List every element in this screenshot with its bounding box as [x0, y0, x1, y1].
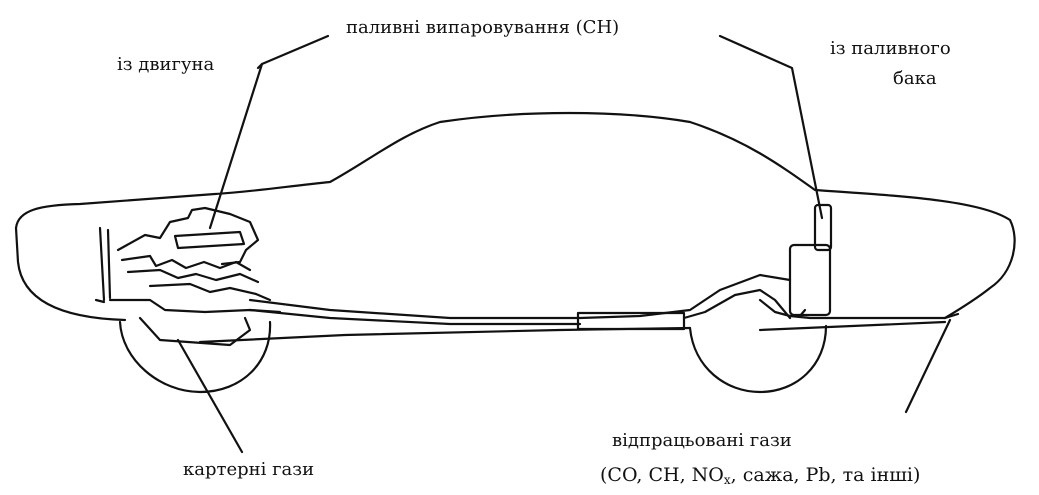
- label-from-tank-line1: із паливного: [830, 38, 951, 60]
- label-exhaust-line1: відпрацьовані гази: [612, 430, 792, 452]
- leader-crankcase: [178, 340, 242, 452]
- front-bumper: [96, 228, 110, 302]
- label-crankcase-gases: картерні гази: [183, 459, 314, 481]
- fuel-tank: [790, 205, 831, 316]
- exhaust-system: [250, 275, 958, 329]
- label-from-tank-line2: бака: [893, 68, 937, 90]
- leader-exhaust: [906, 320, 950, 412]
- label-from-engine: із двигуна: [117, 54, 214, 76]
- exhaust-composition-sub: x: [724, 473, 731, 487]
- leader-lines: [178, 36, 950, 452]
- exhaust-composition-part1: (CO, CH, NO: [600, 464, 724, 486]
- label-exhaust-line2: (CO, CH, NOx, сажа, Pb, та інші): [600, 464, 920, 491]
- leader-engine: [210, 64, 262, 228]
- car-body-outline: [16, 113, 1015, 320]
- exhaust-composition-part2: , сажа, Pb, та інші): [731, 464, 921, 486]
- rear-underside: [760, 322, 945, 330]
- engine-block: [110, 208, 280, 312]
- rear-wheel: [690, 326, 826, 392]
- label-fuel-vapors: паливні випаровування (CH): [346, 17, 619, 39]
- leader-tank: [720, 36, 822, 218]
- leader-engine-to-vapor: [262, 36, 328, 64]
